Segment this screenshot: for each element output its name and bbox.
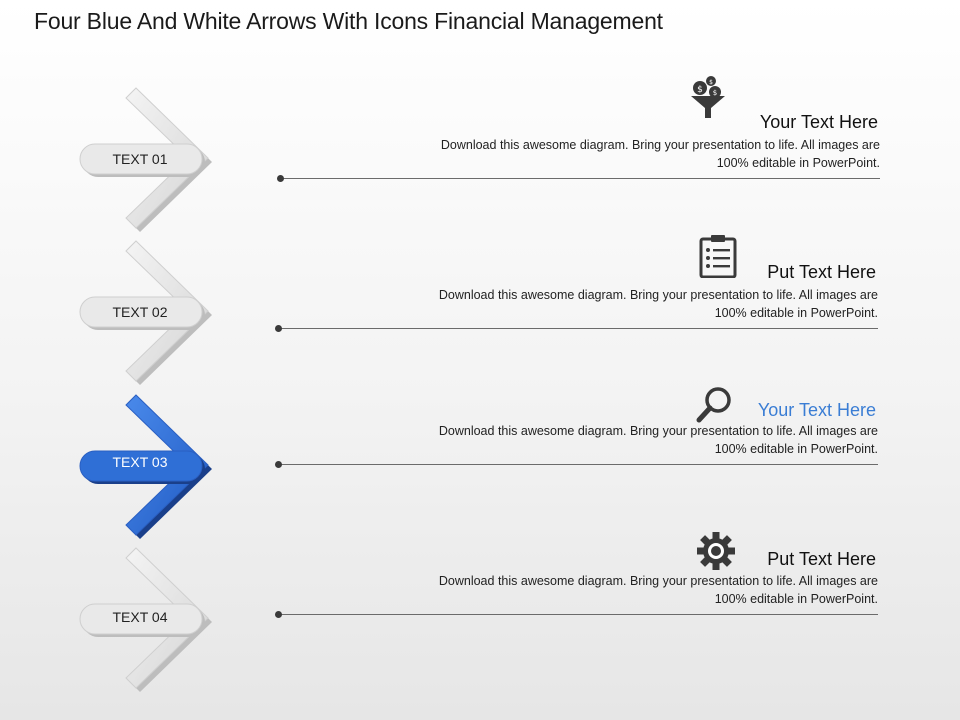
arrow-shape [79,87,212,232]
step-arrow-4: TEXT 04 [70,538,240,698]
text-block-2: Put Text Here Download this awesome diag… [275,234,878,334]
gear-icon [696,529,736,573]
step-heading: Your Text Here [757,400,876,420]
step-description: Download this awesome diagram. Bring you… [438,574,878,606]
money-funnel-icon: $ $ $ [688,74,728,118]
text-block-1: $ $ $ Your Text Here Download this aweso… [277,74,880,184]
divider-dot [275,611,282,618]
step-description: Download this awesome diagram. Bring you… [438,424,878,456]
divider-line [275,461,878,468]
divider-dot [277,175,284,182]
arrow-label: TEXT 03 [112,454,168,470]
step-heading: Your Text Here [759,112,878,132]
arrow-label: TEXT 02 [112,304,168,320]
step-arrow-1: TEXT 01 [70,78,240,238]
magnifier-icon [694,384,734,428]
step-description: Download this awesome diagram. Bring you… [440,138,880,170]
divider-dot [275,461,282,468]
step-heading: Put Text Here [767,549,876,569]
page-title: Four Blue And White Arrows With Icons Fi… [34,8,663,34]
arrow-shape [79,240,212,385]
step-arrow-2: TEXT 02 [70,231,240,391]
arrow-shape [79,394,212,539]
arrow-shape [79,547,212,692]
svg-text:$: $ [713,89,717,97]
svg-text:$: $ [697,85,703,95]
text-block-4: Put Text Here Download this awesome diag… [275,527,878,627]
svg-text:$: $ [709,79,713,86]
arrow-label: TEXT 04 [112,609,168,625]
step-description: Download this awesome diagram. Bring you… [438,288,878,320]
clipboard-list-icon [698,234,738,278]
divider-line [275,325,878,332]
text-block-3: Your Text Here Download this awesome dia… [275,384,878,474]
divider-dot [275,325,282,332]
divider-line [275,611,878,618]
divider-line [277,175,880,182]
step-heading: Put Text Here [767,262,876,282]
arrow-label: TEXT 01 [112,151,168,167]
step-arrow-3: TEXT 03 [70,385,240,545]
